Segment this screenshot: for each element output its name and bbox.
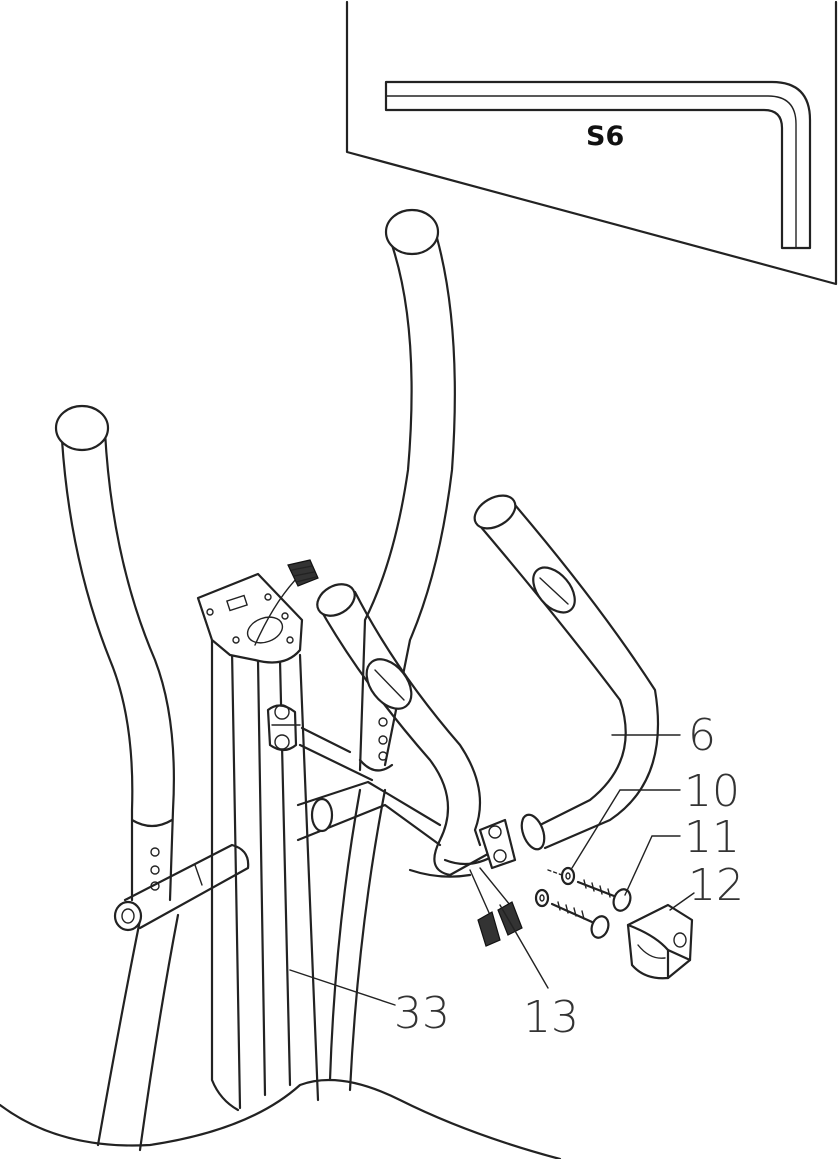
console-mount-plate (196, 572, 304, 664)
center-mast (210, 638, 320, 1112)
left-handlebar (54, 404, 175, 902)
left-lower-leg (96, 913, 180, 1152)
console-cable (254, 559, 319, 646)
callout-10: 10 (684, 766, 740, 817)
left-pivot-axle (113, 843, 250, 932)
right-handlebar (358, 208, 456, 772)
sensor-wires (469, 867, 523, 947)
right-handlebar-end-cap (384, 208, 440, 256)
mast-clamp (266, 704, 301, 752)
base-frame (0, 1078, 562, 1159)
leader-11 (624, 835, 681, 896)
washer-upper (560, 866, 576, 886)
washers (534, 866, 576, 908)
front-handlebar (316, 494, 660, 878)
leader-lines (289, 734, 695, 1006)
bolt-upper (576, 879, 632, 912)
leader-33 (289, 969, 396, 1006)
washer-lower (534, 888, 550, 908)
bolts (550, 879, 632, 939)
left-handlebar-end-cap (54, 404, 110, 452)
leader-10 (571, 789, 681, 869)
bolt-lower (550, 901, 610, 939)
callout-6: 6 (688, 710, 716, 761)
tool-inset: S6 (345, 0, 838, 286)
handlebar-clamp (478, 813, 546, 870)
callout-11: 11 (684, 812, 740, 863)
cover-cap (626, 903, 694, 980)
allen-key-icon (384, 80, 812, 250)
callout-33: 33 (394, 988, 450, 1039)
callout-13: 13 (523, 992, 579, 1043)
leader-12 (669, 892, 695, 911)
crossbar (296, 726, 442, 847)
tool-size-label: S6 (586, 121, 624, 152)
right-lower-leg (328, 788, 387, 1092)
callout-12: 12 (688, 860, 744, 911)
leader-13 (499, 904, 549, 989)
